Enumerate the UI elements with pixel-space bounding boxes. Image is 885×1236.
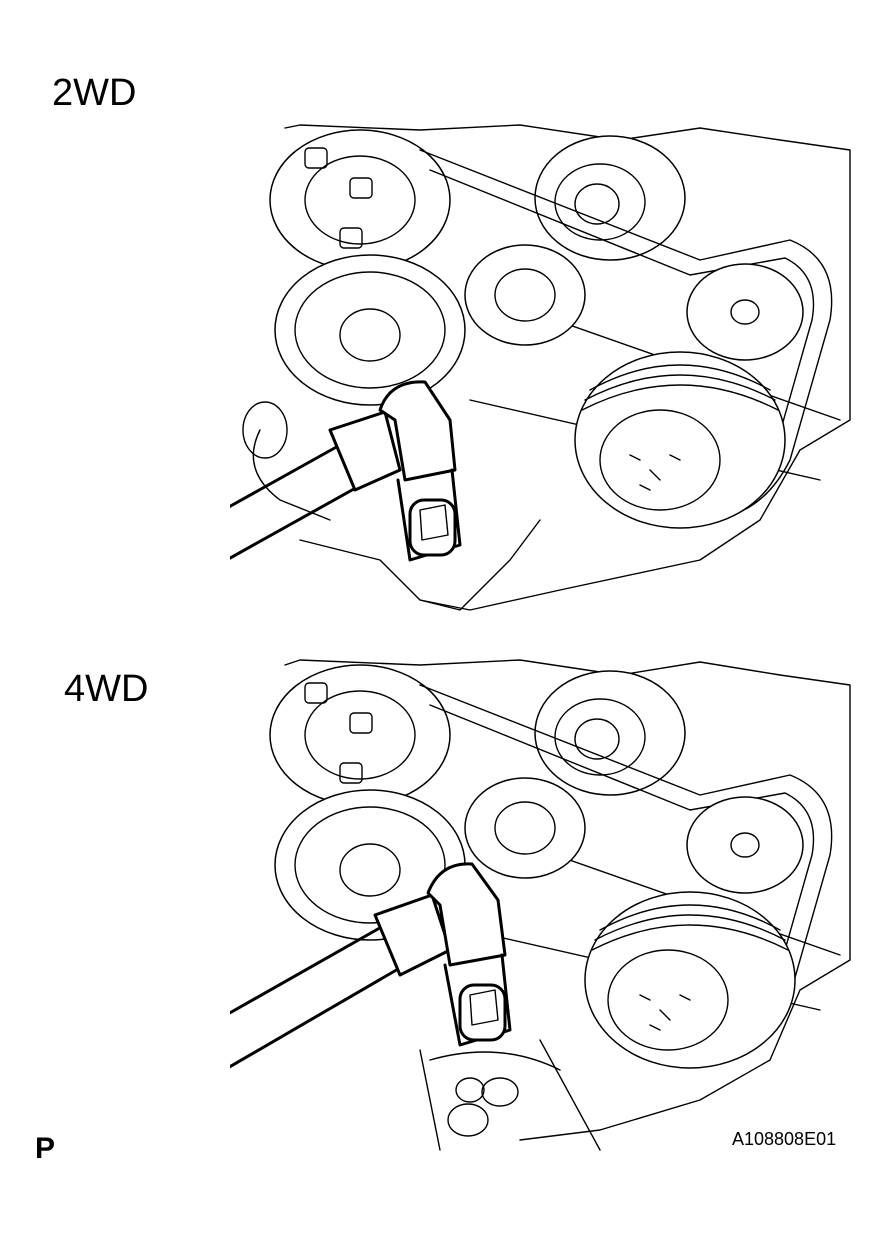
figure-code: A108808E01 [732, 1129, 837, 1149]
wrench-4wd [230, 862, 512, 1069]
engine-view-4wd [230, 659, 851, 1151]
engine-view-2wd [230, 124, 851, 611]
pulley-middle-4wd [464, 777, 586, 879]
pulley-top-left [269, 129, 451, 271]
ribbed-pulley-4wd [584, 891, 796, 1069]
pulley-right [686, 263, 804, 361]
pulley-upper-right [534, 135, 686, 261]
view-label-4wd: 4WD [64, 668, 149, 710]
pulley-middle [464, 244, 586, 346]
wrench-2wd [230, 380, 462, 562]
lower-bracket-4wd [419, 1039, 601, 1151]
pulley-right-4wd [686, 796, 804, 894]
pulley-upper-right-4wd [534, 670, 686, 796]
ribbed-pulley-2wd [574, 351, 786, 529]
view-label-2wd: 2WD [52, 72, 137, 114]
p-marker: P [35, 1132, 56, 1165]
crank-pulley-2wd [274, 254, 466, 406]
